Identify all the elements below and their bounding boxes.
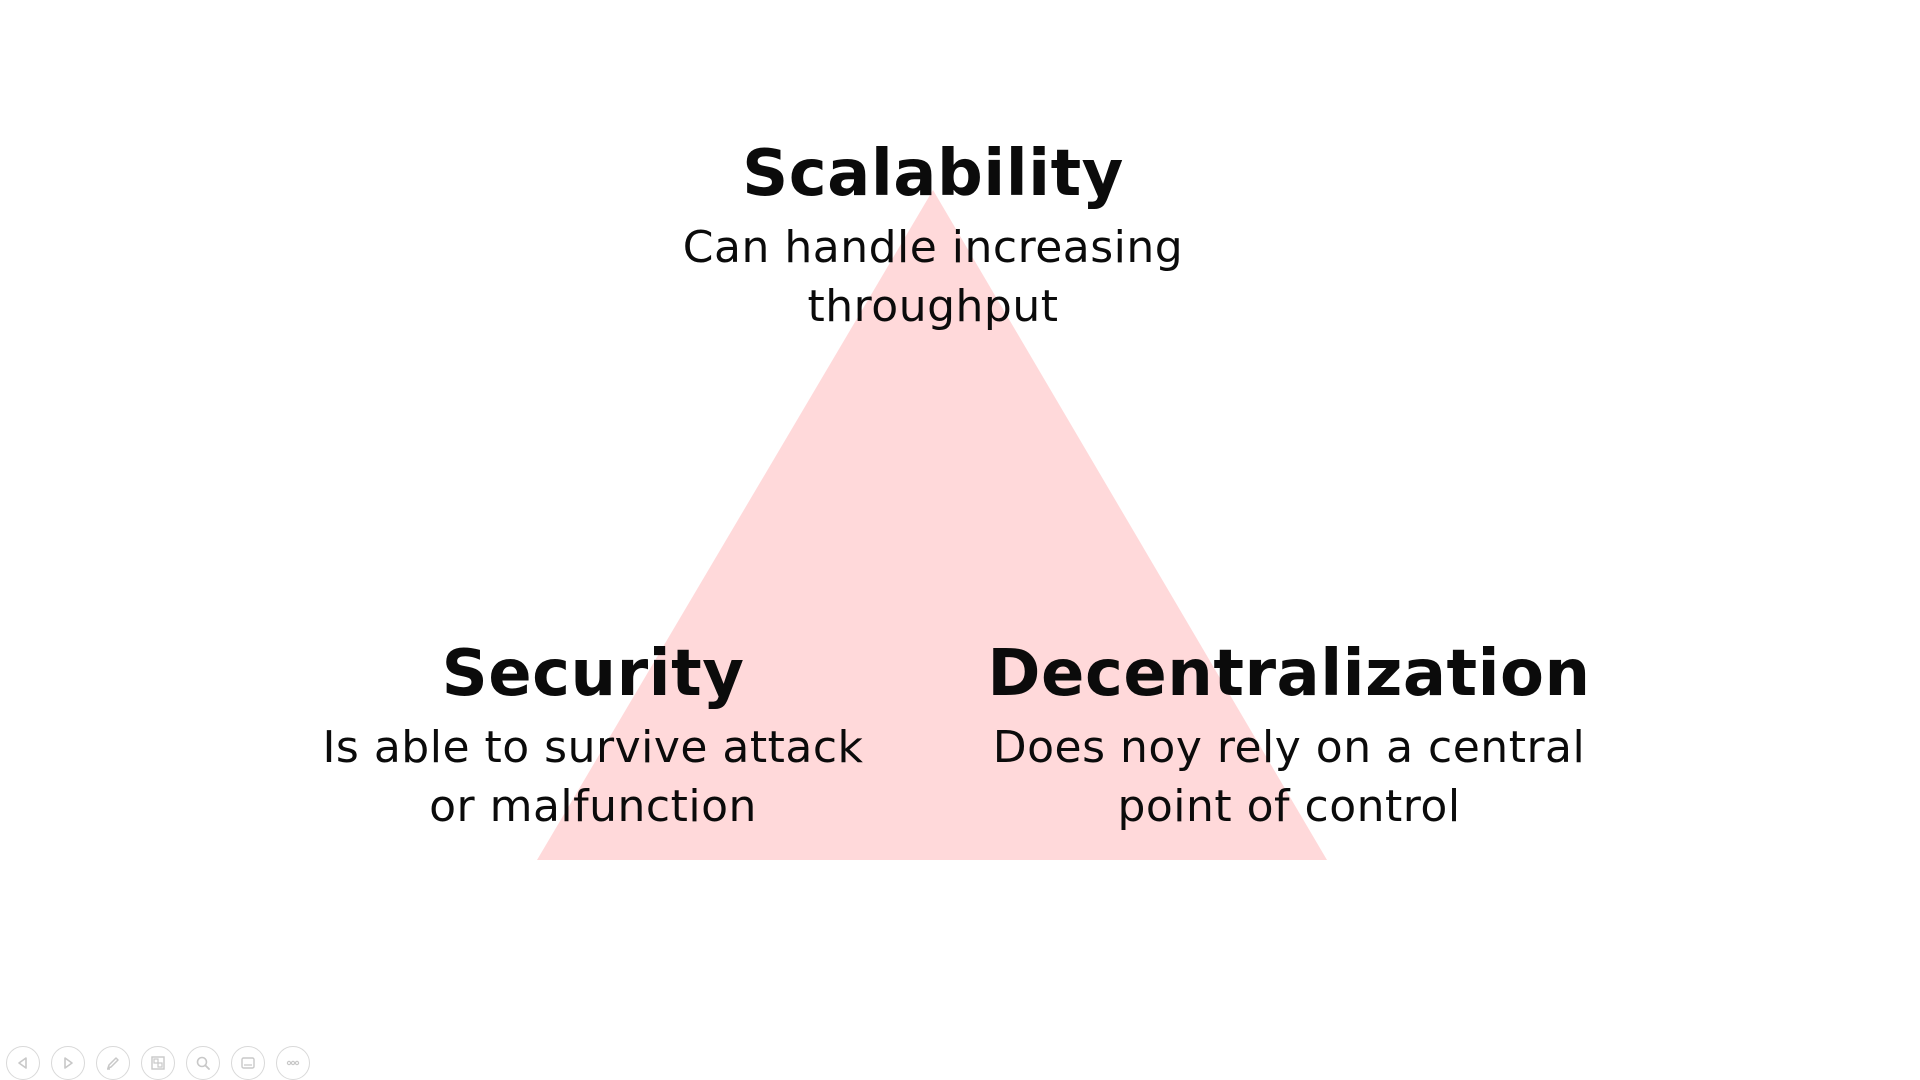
vertex-description-line: Can handle increasing <box>682 222 1184 273</box>
vertex-scalability: Scalability Can handle increasing throug… <box>653 136 1213 336</box>
vertex-description-line: throughput <box>807 281 1059 332</box>
vertex-description-line: Is able to survive attack <box>322 722 864 773</box>
subtitles-button[interactable] <box>231 1046 265 1080</box>
vertex-description: Is able to survive attack or malfunction <box>293 718 893 836</box>
vertex-description-line: or malfunction <box>429 781 757 832</box>
vertex-security: Security Is able to survive attack or ma… <box>293 636 893 836</box>
vertex-title: Decentralization <box>987 637 1591 711</box>
vertex-description: Does noy rely on a central point of cont… <box>959 718 1619 836</box>
vertex-title: Scalability <box>742 137 1124 211</box>
next-slide-icon <box>64 1057 73 1069</box>
vertex-decentralization: Decentralization Does noy rely on a cent… <box>959 636 1619 836</box>
subtitles-icon <box>241 1057 255 1069</box>
slide-grid-button[interactable] <box>141 1046 175 1080</box>
previous-slide-icon <box>18 1057 27 1069</box>
vertex-description-line: Does noy rely on a central <box>992 722 1586 773</box>
triangle-fill <box>537 190 1327 860</box>
more-options-button[interactable] <box>276 1046 310 1080</box>
next-slide-button[interactable] <box>51 1046 85 1080</box>
zoom-button[interactable] <box>186 1046 220 1080</box>
vertex-description: Can handle increasing throughput <box>653 218 1213 336</box>
vertex-title: Security <box>441 637 745 711</box>
slide-grid-icon <box>151 1056 165 1070</box>
previous-slide-button[interactable] <box>6 1046 40 1080</box>
more-options-icon <box>286 1060 300 1066</box>
vertex-description-line: point of control <box>1117 781 1461 832</box>
zoom-icon <box>196 1056 210 1070</box>
pen-button[interactable] <box>96 1046 130 1080</box>
presentation-toolbar <box>6 1046 310 1080</box>
pen-icon <box>107 1057 119 1070</box>
